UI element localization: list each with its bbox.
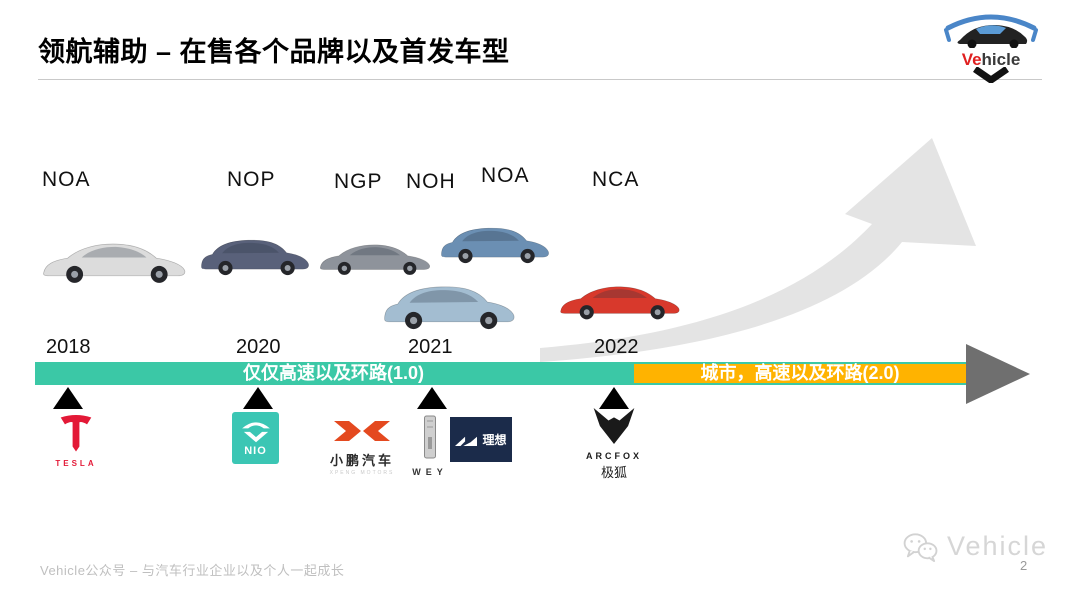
arcfox-fox-icon xyxy=(593,408,635,444)
nio-es8-image xyxy=(201,239,309,276)
vehicle-logo-chevron-icon xyxy=(973,66,1009,85)
nio-logo: NIO xyxy=(232,412,279,464)
year-2022: 2022 xyxy=(594,336,639,358)
nio-wordmark: NIO xyxy=(244,445,267,457)
system-label-nop-nio: NOP xyxy=(227,168,276,191)
xpeng-x-icon xyxy=(334,421,390,441)
nio-emblem-icon xyxy=(241,422,270,443)
li-auto-logo: 理想 xyxy=(450,417,512,462)
arcfox-logo: ARCFOX 极狐 xyxy=(585,408,643,481)
xpeng-logo: 小鹏汽车 XPENG MOTORS xyxy=(316,420,408,476)
vehicle-logo-text-red: Ve xyxy=(961,50,982,69)
system-label-ngp-xpeng: NGP xyxy=(334,170,383,193)
system-label-noa-tesla: NOA xyxy=(42,168,91,191)
li-mark-icon xyxy=(455,436,478,446)
li-one-image xyxy=(441,227,549,264)
arcfox-wordmark: ARCFOX xyxy=(586,451,642,461)
growth-arrow-swoosh xyxy=(540,138,976,362)
tesla-model3-image xyxy=(43,243,186,283)
wey-wordmark: WEY xyxy=(412,467,448,477)
xpeng-sub-wordmark: XPENG MOTORS xyxy=(329,470,395,476)
year-2018: 2018 xyxy=(46,336,91,358)
year-2020: 2020 xyxy=(236,336,281,358)
year-2021: 2021 xyxy=(408,336,453,358)
xpeng-wordmark: 小鹏汽车 xyxy=(329,453,394,468)
timeline-arrowhead-icon xyxy=(966,344,1030,404)
tesla-t-icon xyxy=(60,415,92,452)
system-label-noa-li: NOA xyxy=(481,164,530,187)
footer-tagline: Vehicle公众号 – 与汽车行业企业以及个人一起成长 xyxy=(40,563,345,578)
vehicle-logo-text-dark: hicle xyxy=(981,50,1021,69)
arcfox-cn-wordmark: 极狐 xyxy=(600,465,627,480)
arcfox-alphas-image xyxy=(560,286,680,320)
vehicle-logo-car-icon xyxy=(944,14,1038,49)
tesla-logo: TESLA xyxy=(46,412,106,468)
nio-logo-square: NIO xyxy=(232,412,279,464)
marker-triangle-arcfox xyxy=(599,387,629,409)
marker-triangle-tesla xyxy=(53,387,83,409)
footer-watermark: Vehicle xyxy=(902,531,1048,562)
tesla-wordmark: TESLA xyxy=(55,459,97,468)
xpeng-p7-image xyxy=(319,244,430,275)
footer-watermark-text: Vehicle xyxy=(947,531,1049,561)
wey-pillar-icon xyxy=(424,415,436,459)
li-auto-wordmark: 理想 xyxy=(482,433,507,447)
wey-mocha-image xyxy=(384,286,515,330)
marker-triangle-nio xyxy=(243,387,273,409)
system-label-noh-wey: NOH xyxy=(406,170,456,193)
li-auto-logo-rect: 理想 xyxy=(450,417,512,462)
page-title: 领航辅助 – 在售各个品牌以及首发车型 xyxy=(38,37,510,67)
vehicle-logo-wordmark: Vehicle xyxy=(933,50,1049,69)
wey-logo: WEY xyxy=(412,415,448,477)
marker-triangle-2021 xyxy=(417,387,447,409)
timeline-phase2-bar: 城市，高速以及环路(2.0) xyxy=(632,362,968,385)
timeline-phase1-bar: 仅仅高速以及环路(1.0) xyxy=(35,362,632,385)
system-label-nca-arcfox: NCA xyxy=(592,168,640,191)
wechat-icon xyxy=(903,532,938,562)
vehicle-logo: Vehicle xyxy=(933,4,1049,85)
title-divider xyxy=(38,79,1042,80)
page-number: 2 xyxy=(1020,558,1028,573)
